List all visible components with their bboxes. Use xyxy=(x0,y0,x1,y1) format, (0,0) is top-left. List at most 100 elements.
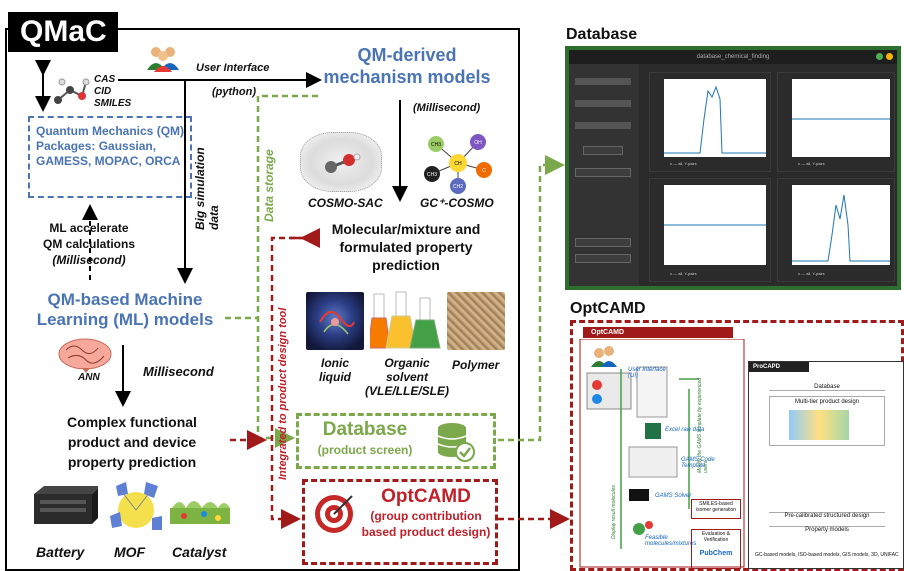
database-check-icon xyxy=(437,423,475,462)
plot-line-flat xyxy=(664,224,766,226)
opt-user-interface: User Interface (UI) xyxy=(628,367,666,379)
sidebar-button[interactable] xyxy=(575,238,631,247)
qm-packages-box: Quantum Mechanics (QM) Packages: Gaussia… xyxy=(28,116,192,198)
sidebar-button[interactable] xyxy=(575,168,631,177)
sidebar-field[interactable] xyxy=(575,100,631,107)
group-circle xyxy=(470,134,486,150)
plot-panel: x — all, Y-pairs xyxy=(649,178,771,282)
opt-smiles-gen: SMILES-based isomer generation xyxy=(691,499,741,519)
ann-label: ANN xyxy=(78,372,100,383)
opt-gams-solver: GAMS Solver xyxy=(655,493,692,499)
procapd-database: Database xyxy=(769,384,885,391)
ml-accelerate-line-3: (Millisecond) xyxy=(52,253,126,267)
plot-label: x — all, Y-pairs xyxy=(798,161,825,166)
group-circle xyxy=(424,166,440,182)
integrated-path xyxy=(270,236,305,529)
identifier-cas: CAS xyxy=(94,74,116,85)
polymer-label: Polymer xyxy=(452,358,500,372)
group-label: CH3 xyxy=(427,172,437,178)
opt-evaluation-box: Evaluation & Verification PubChem xyxy=(691,529,741,569)
group-circle xyxy=(476,162,492,178)
optcamd-line-1: OptCAMD xyxy=(381,486,471,507)
users-icon xyxy=(147,47,179,72)
sidebar-field[interactable] xyxy=(575,122,631,129)
database-box xyxy=(296,413,496,469)
qm-ml-title: QM-based Machine Learning (ML) models xyxy=(20,290,230,330)
target-icon xyxy=(315,495,353,533)
opt-feasible: Feasible molecules/mixtures xyxy=(645,535,697,547)
database-box-line-1: Database xyxy=(322,419,408,440)
ionic-structure-icon xyxy=(319,311,355,335)
big-simulation-label: Big simulation data xyxy=(193,147,221,230)
plot-area xyxy=(664,185,766,265)
organic-line-2: solvent xyxy=(385,370,428,384)
molecular-prediction-title: Molecular/mixture and formulated propert… xyxy=(300,220,512,274)
group-circle xyxy=(450,178,466,194)
molecular-line-2: formulated property xyxy=(339,239,473,255)
millisecond-paren-label: (Millisecond) xyxy=(413,102,481,114)
group-label: C xyxy=(482,168,486,174)
organic-line-3: (VLE/LLE/SLE) xyxy=(365,384,449,398)
plot-area xyxy=(792,185,890,265)
identifier-list: CAS CID SMILES xyxy=(94,74,131,110)
molecule-icon xyxy=(54,78,90,104)
procapd-screenshot xyxy=(789,410,849,440)
cosmo-molecule-icon xyxy=(325,153,361,173)
plot-area xyxy=(664,79,766,157)
complex-line-2: product and device xyxy=(67,434,197,450)
database-window-titlebar: database_chemical_finding xyxy=(569,50,897,64)
optcamd-line-2: (group contribution xyxy=(370,509,482,523)
python-label: (python) xyxy=(212,86,256,98)
cosmo-sac-label: COSMO-SAC xyxy=(308,196,383,210)
procapd-footer: GC-based models, ISO-based models, GIS m… xyxy=(755,552,899,558)
sidebar-button[interactable] xyxy=(575,254,631,263)
organic-solvent-label: Organic solvent (VLE/LLE/SLE) xyxy=(364,356,450,398)
plot-panel: x — all, Y-pairs xyxy=(649,72,771,172)
optcamd-inner-title: OptCAMD xyxy=(583,327,733,338)
gc-cosmo-label: GC⁺-COSMO xyxy=(420,196,494,210)
database-panel-title: Database xyxy=(566,26,638,43)
plot-line-peak xyxy=(664,85,766,154)
ann-brain-icon xyxy=(58,338,112,373)
qmac-title: QMaC xyxy=(8,12,118,52)
data-storage-path xyxy=(256,94,318,448)
data-storage-label: Data storage xyxy=(262,149,276,222)
mof-label: MOF xyxy=(114,544,146,560)
maximize-icon[interactable] xyxy=(876,53,883,60)
database-window: database_chemical_finding x — all, Y-pai… xyxy=(565,46,901,290)
ionic-liquid-label: Ionic liquid xyxy=(300,356,370,384)
cosmo-sac-image xyxy=(300,132,382,192)
mof-image xyxy=(110,482,162,530)
plot-label: x — all, Y-pairs xyxy=(670,161,697,166)
user-interface-label: User Interface xyxy=(196,62,270,74)
plot-area xyxy=(792,79,890,157)
database-sidebar xyxy=(569,64,639,286)
db-to-panel-path xyxy=(498,155,565,442)
plot-line-peak xyxy=(792,194,890,262)
organic-solvent-image xyxy=(370,291,441,349)
database-box-label: Database (product screen) xyxy=(300,420,430,460)
procapd-window: ProCAPD Database Multi-tier product desi… xyxy=(748,361,904,569)
opt-gams-code: GAMS Code Template xyxy=(681,457,715,469)
procapd-multi-label: Multi-tier product design xyxy=(794,399,860,405)
group-label: OH xyxy=(474,140,482,146)
ionic-line-1: Ionic xyxy=(320,356,349,370)
plot-line-flat xyxy=(792,118,890,120)
complex-line-1: Complex functional xyxy=(67,414,197,430)
procapd-title: ProCAPD xyxy=(749,362,809,372)
plot-label: x — all, Y-pairs xyxy=(798,271,825,276)
minimize-icon[interactable] xyxy=(886,53,893,60)
pubchem-logo: PubChem xyxy=(699,550,733,557)
procapd-struct: Pre-calibrated structured design xyxy=(769,512,885,519)
sidebar-field[interactable] xyxy=(575,78,631,85)
sidebar-button[interactable] xyxy=(583,146,623,155)
qm-derived-line-2: mechanism models xyxy=(323,67,491,87)
gc-cosmo-groups: CH3 OH CH CH3 C CH2 xyxy=(424,134,492,194)
plot-label: x — all, Y-pairs xyxy=(670,271,697,276)
qmac-frame xyxy=(5,28,520,571)
molecular-line-1: Molecular/mixture and xyxy=(331,221,481,237)
complex-prediction-title: Complex functional product and device pr… xyxy=(38,412,226,472)
optcamd-box xyxy=(302,479,498,565)
group-circle xyxy=(449,154,467,172)
